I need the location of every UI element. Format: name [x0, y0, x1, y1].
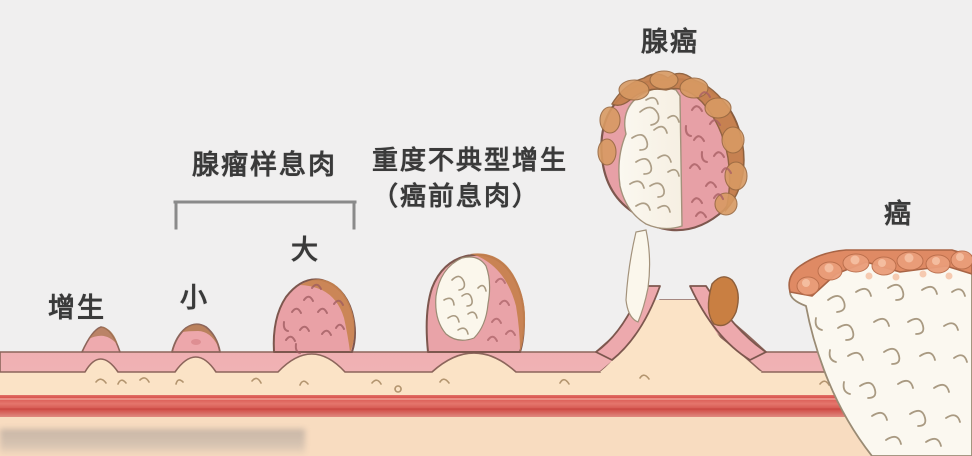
adenomatous-polyp-bracket: [173, 200, 357, 230]
lesion-small-polyp: [171, 323, 221, 353]
label-severe-dysplasia-line1: 重度不典型增生: [372, 146, 569, 175]
submucosa-layer: [0, 316, 972, 395]
label-small: 小: [180, 283, 209, 313]
adenocarcinoma-invasive-nodule: [707, 276, 739, 327]
lesion-large-polyp: [272, 278, 356, 354]
adenocarcinoma-pink-texture: [684, 91, 733, 219]
precancerous-surface-cap: [470, 253, 526, 352]
lesion-invasive-cancer: [788, 249, 972, 456]
large-polyp-body: [272, 278, 356, 353]
label-severe-dysplasia-line2: （癌前息肉）: [372, 182, 541, 211]
adenocarcinoma-rim-lobules: [597, 70, 748, 216]
precancerous-pink-texture: [487, 277, 516, 342]
large-polyp-texture: [282, 283, 345, 354]
adenocarcinoma-gland-pattern: [629, 96, 680, 213]
small-polyp-gland-fleck: [191, 339, 201, 345]
hyperplasia-surface-shade: [88, 326, 118, 345]
label-adenomatous-polyp: 腺瘤样息肉: [192, 150, 337, 180]
muscularis-layer: [0, 393, 972, 417]
invasive-cancer-gland-pattern: [814, 283, 968, 447]
label-cancer: 癌: [884, 199, 913, 229]
lesion-hyperplasia: [81, 326, 121, 353]
precancerous-dysplastic-area: [435, 256, 491, 341]
lesion-adenocarcinoma: [595, 70, 767, 372]
large-polyp-surface-cap: [300, 279, 355, 352]
adenocarcinoma-stalk-cut-face: [625, 229, 651, 323]
adenocarcinoma-cut-face: [618, 87, 683, 230]
lesion-precancerous-polyp: [425, 253, 526, 353]
invasive-cancer-mass: [789, 261, 972, 456]
serosa-layer: [0, 415, 972, 456]
label-adenocarcinoma: 腺癌: [641, 27, 699, 57]
label-hyperplasia: 增生: [48, 293, 106, 323]
label-severe-dysplasia: 重度不典型增生 （癌前息肉）: [372, 143, 568, 215]
invasive-cancer-nodule-highlights: [802, 253, 964, 287]
small-polyp-surface-cap: [182, 324, 218, 346]
label-large: 大: [291, 235, 320, 265]
precancerous-gland-pattern: [443, 275, 487, 335]
